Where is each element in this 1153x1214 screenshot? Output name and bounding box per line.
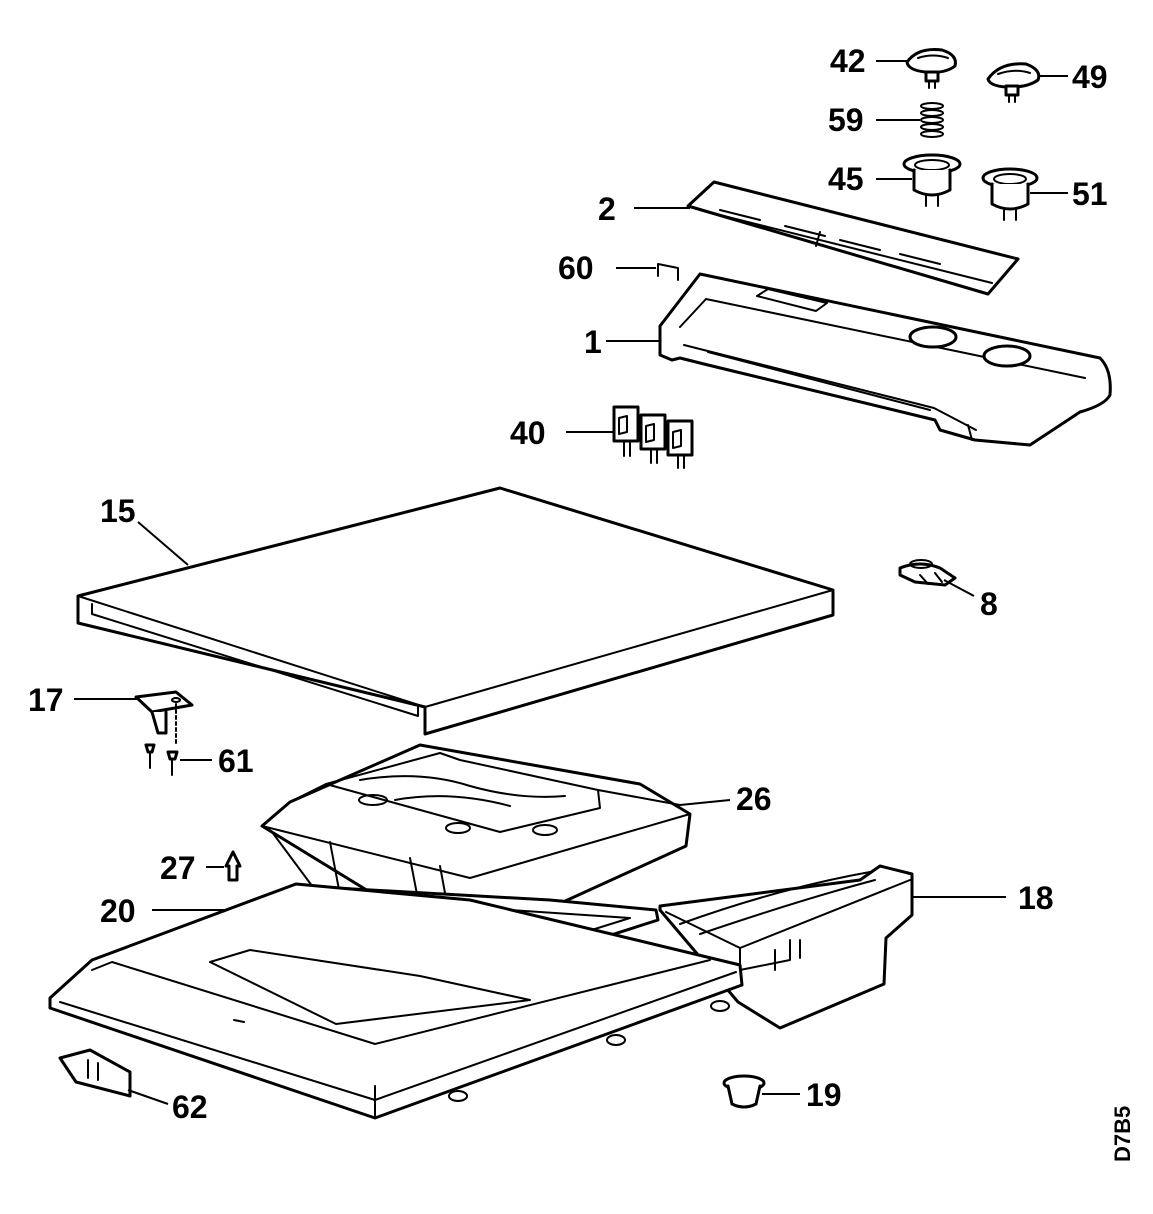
part-51-knob-housing [981, 167, 1039, 221]
part-19-foot [722, 1074, 766, 1109]
callout-62: 62 [172, 1089, 208, 1125]
part-18-drawer-housing [658, 864, 914, 1030]
callout-27: 27 [160, 850, 196, 886]
callout-61: 61 [218, 743, 254, 779]
part-62-latch [58, 1048, 132, 1098]
callout-15: 15 [100, 493, 136, 529]
part-15-lid [76, 486, 835, 736]
callout-49: 49 [1072, 59, 1108, 95]
part-42-knob [905, 48, 957, 89]
part-60-clip [657, 263, 679, 281]
callout-26: 26 [736, 781, 772, 817]
part-45-knob-housing [902, 153, 962, 207]
callout-17: 17 [28, 682, 64, 718]
callout-2: 2 [598, 191, 616, 227]
callout-42: 42 [830, 43, 866, 79]
part-59-spring [920, 102, 944, 138]
part-61-screws [144, 743, 179, 776]
callout-19: 19 [806, 1077, 842, 1113]
callout-18: 18 [1018, 880, 1054, 916]
callout-20: 20 [100, 893, 136, 929]
drawing-code: D7B5 [1110, 1106, 1135, 1162]
part-27-rivet [224, 850, 242, 882]
callout-59: 59 [828, 102, 864, 138]
part-17-hinge [134, 690, 194, 746]
base-plate [48, 882, 744, 1120]
part-2-panel-strip [686, 180, 1020, 296]
callout-40: 40 [510, 415, 546, 451]
part-49-knob [986, 62, 1041, 103]
callout-51: 51 [1072, 176, 1108, 212]
part-1-control-panel [658, 272, 1112, 447]
part-40-switch-block [612, 405, 694, 469]
callout-1: 1 [584, 324, 602, 360]
callout-45: 45 [828, 161, 864, 197]
callout-8: 8 [980, 586, 998, 622]
callout-60: 60 [558, 250, 594, 286]
part-8-fitting [898, 559, 957, 587]
